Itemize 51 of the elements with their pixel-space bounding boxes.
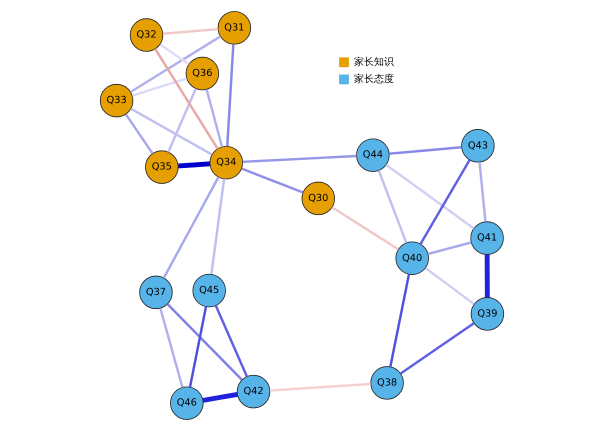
connector [202, 392, 238, 403]
connector [162, 28, 218, 35]
connector [130, 35, 222, 94]
node-circle: Q31 [218, 11, 252, 45]
connector [166, 303, 243, 381]
connector [159, 308, 184, 388]
connector [178, 161, 210, 168]
connector [484, 254, 490, 298]
node-circle: Q41 [470, 221, 504, 255]
node-circle: Q36 [186, 56, 220, 90]
connector [378, 170, 408, 244]
connector [188, 306, 208, 388]
node-circle: Q44 [356, 138, 390, 172]
node-circle: Q40 [395, 241, 429, 275]
node-circle: Q33 [100, 84, 134, 118]
connector [167, 88, 197, 153]
node-circle: Q30 [302, 182, 336, 216]
node-circle: Q42 [236, 374, 270, 408]
node-circle: Q35 [145, 150, 179, 184]
connector [389, 146, 462, 155]
node-circle: Q38 [370, 366, 404, 400]
connector [419, 159, 471, 245]
connector [270, 382, 371, 392]
connector [124, 114, 154, 154]
connector [389, 274, 410, 368]
node-circle: Q46 [170, 386, 204, 420]
node-circle: Q32 [130, 18, 164, 52]
connector [400, 322, 475, 375]
connector [132, 77, 188, 97]
connector [242, 154, 356, 164]
connector [160, 44, 190, 66]
node-circle: Q45 [192, 274, 226, 308]
connector [154, 48, 219, 150]
connector [205, 89, 224, 148]
connector [331, 206, 399, 250]
connector [210, 178, 226, 274]
connector [428, 241, 472, 256]
connector [226, 44, 235, 146]
node-circle: Q39 [470, 297, 504, 331]
connector [130, 108, 213, 156]
legend-label: 家长知识 [354, 56, 394, 68]
connector [385, 164, 475, 230]
connector [162, 176, 220, 279]
connector [478, 162, 487, 222]
connector [214, 305, 248, 377]
legend-label: 家长态度 [354, 74, 394, 85]
connector [424, 267, 475, 305]
node-circle: Q43 [461, 129, 495, 163]
node-circle: Q37 [139, 276, 173, 310]
node-circle: Q34 [210, 146, 244, 180]
connector [241, 168, 304, 194]
